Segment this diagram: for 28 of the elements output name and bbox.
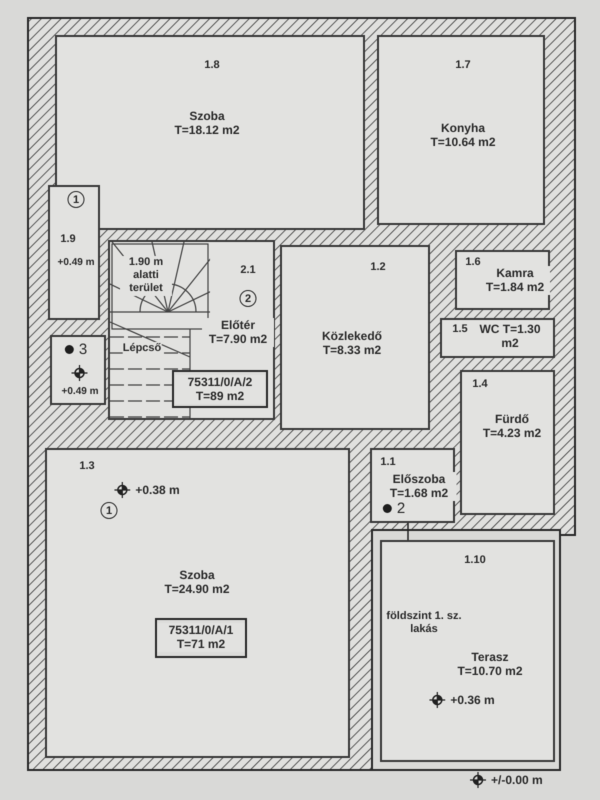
point-number: 2 — [396, 500, 406, 517]
area-label-text: 75311/0/A/2 T=89 m2 — [175, 375, 265, 404]
room — [440, 318, 555, 358]
note-text: 1.90 m alatti terület — [120, 256, 172, 296]
level-text: +0.38 m — [135, 483, 180, 497]
circled-number: 1 — [100, 502, 118, 519]
room — [455, 250, 550, 310]
area-label-box — [155, 618, 247, 658]
level-text: +0.36 m — [450, 693, 495, 707]
room — [55, 35, 365, 230]
area-label-text: 75311/0/A/1 T=71 m2 — [157, 623, 245, 652]
area-label-box — [172, 370, 268, 408]
room — [108, 240, 275, 420]
room-number: Lépcső — [122, 342, 162, 356]
room — [45, 448, 350, 758]
room — [48, 185, 100, 320]
room — [370, 448, 455, 523]
circled-number: 1 — [68, 191, 84, 208]
room — [50, 335, 106, 405]
room — [460, 370, 555, 515]
level-text: +0.49 m — [62, 386, 98, 397]
room — [280, 245, 430, 430]
point-number: 3 — [78, 341, 88, 358]
room — [377, 35, 545, 225]
level-text: +/-0.00 m — [491, 773, 543, 787]
room — [380, 540, 555, 762]
circled-number: 2 — [240, 290, 256, 307]
room-name-area: Előtér T=7.90 m2 — [202, 318, 274, 347]
